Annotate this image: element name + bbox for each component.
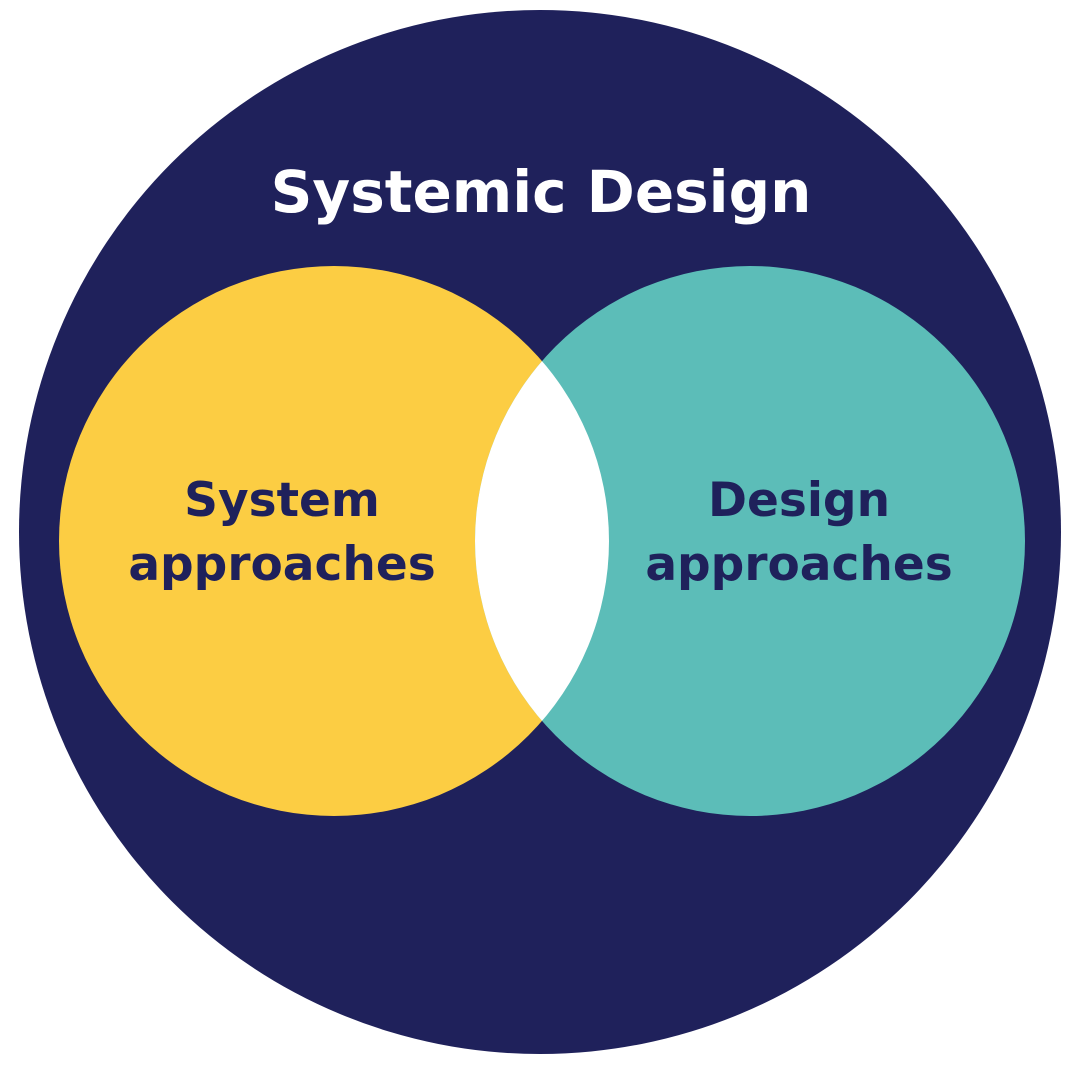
diagram-title: Systemic Design — [271, 158, 812, 226]
right-set-label-line-1: Design — [708, 473, 890, 528]
right-set-label-line-2: approaches — [645, 537, 952, 592]
left-circle — [59, 266, 609, 816]
right-circle — [475, 266, 1025, 816]
left-set-label-line-1: System — [184, 473, 380, 528]
left-set-label-line-2: approaches — [128, 537, 435, 592]
